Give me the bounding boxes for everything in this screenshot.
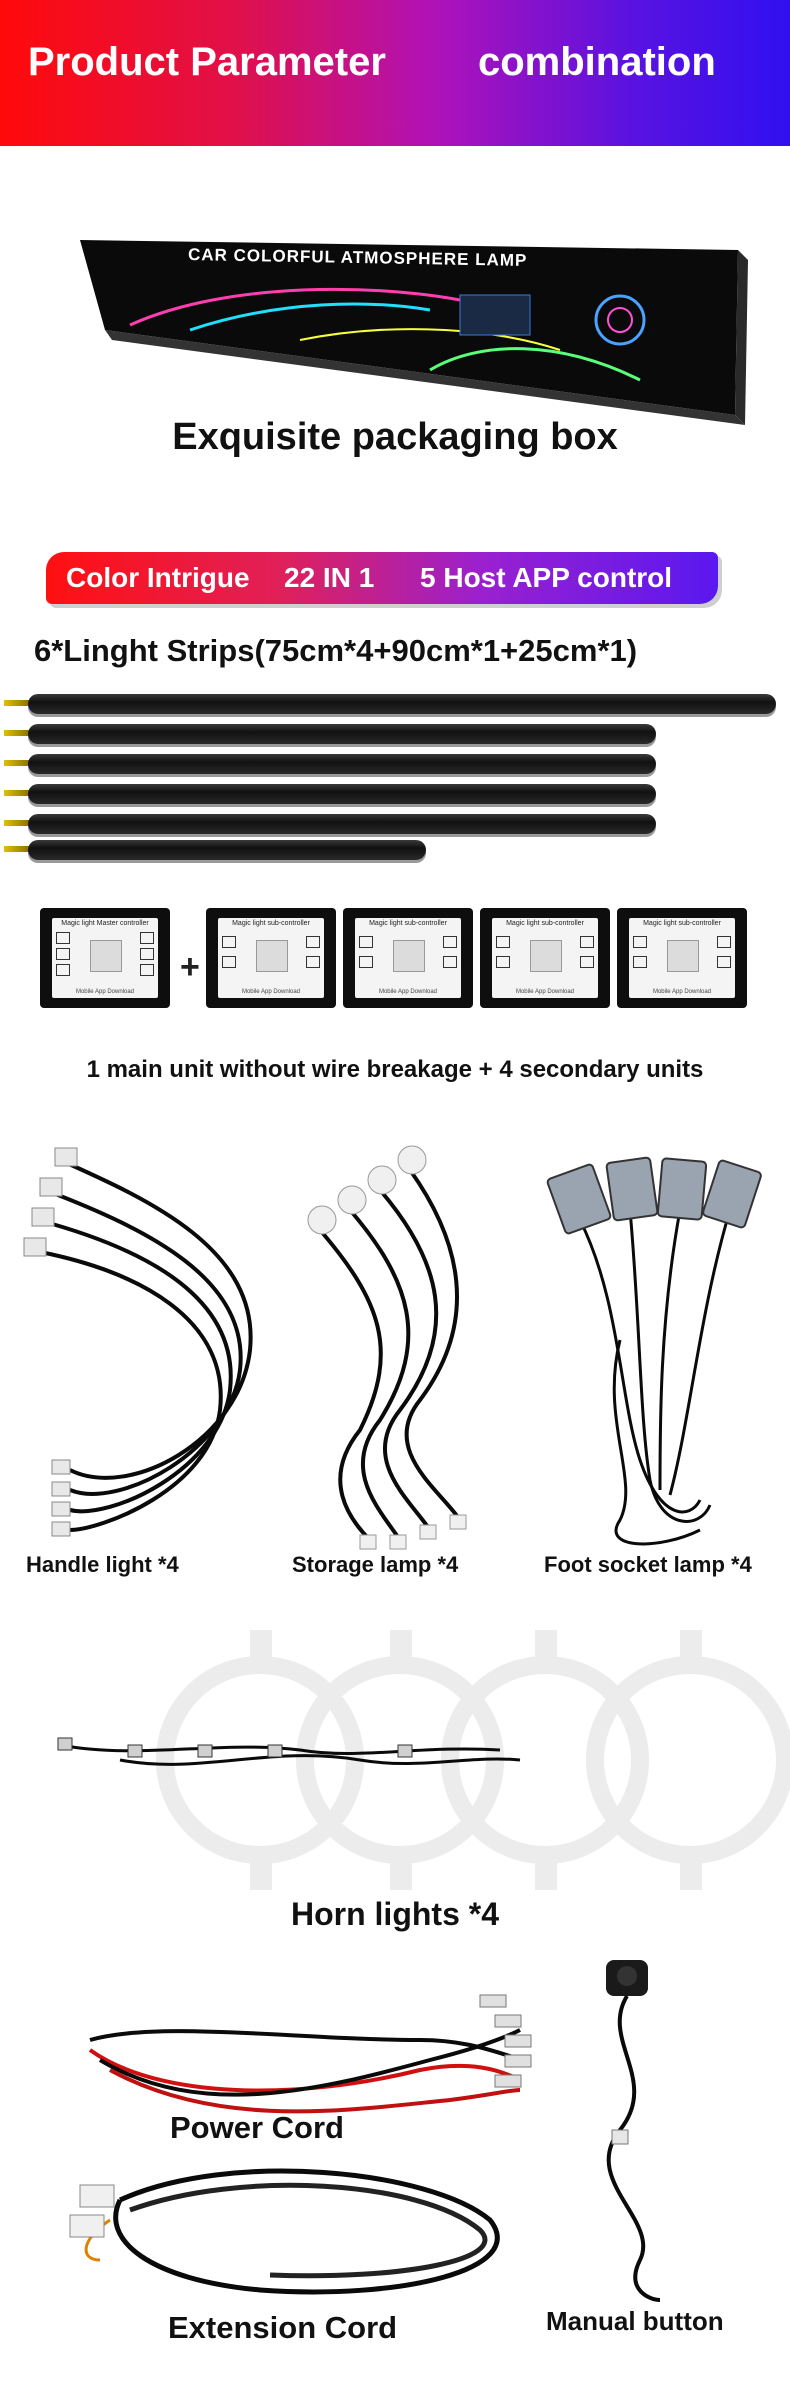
- qr-code: [90, 940, 122, 972]
- sub-controller: Magic light sub-controller Mobile App Do…: [617, 908, 747, 1008]
- power-cord-label: Power Cord: [170, 2110, 344, 2145]
- badge-app-control: 5 Host APP control: [420, 562, 673, 593]
- qr-code: [667, 940, 699, 972]
- strip-wire: [4, 790, 30, 796]
- sub-controller-title: Magic light sub-controller: [643, 920, 721, 927]
- packaging-caption: Exquisite packaging box: [172, 416, 618, 458]
- sub-controller-title: Magic light sub-controller: [506, 920, 584, 927]
- storage-lamp-label: Storage lamp *4: [292, 1552, 459, 1577]
- foot-socket-lamp-label: Foot socket lamp *4: [544, 1552, 752, 1577]
- light-strip: [28, 784, 656, 804]
- header-title-right: combination: [478, 40, 716, 84]
- strip-wire: [4, 820, 30, 826]
- qr-code: [256, 940, 288, 972]
- badge-22-in-1: 22 IN 1: [284, 562, 375, 593]
- qr-code: [393, 940, 425, 972]
- light-strip: [28, 840, 426, 860]
- light-strip: [28, 694, 776, 714]
- light-strip: [28, 754, 656, 774]
- badge-color-intrigue: Color Intrigue: [66, 562, 250, 593]
- controller-footer: Mobile App Download: [652, 989, 712, 995]
- sub-controller: Magic light sub-controller Mobile App Do…: [206, 908, 336, 1008]
- controller-footer: Mobile App Download: [241, 989, 301, 995]
- plus-sign: +: [180, 948, 200, 986]
- horn-lights-caption: Horn lights *4: [290, 1896, 499, 1932]
- header-title-left: Product Parameter: [28, 40, 386, 84]
- sub-controller: Magic light sub-controller Mobile App Do…: [480, 908, 610, 1008]
- controllers-caption: 1 main unit without wire breakage + 4 se…: [86, 1056, 704, 1083]
- strip-wire: [4, 700, 30, 706]
- feature-badge: Color Intrigue 22 IN 1 5 Host APP contro…: [46, 552, 718, 604]
- sub-controller: Magic light sub-controller Mobile App Do…: [343, 908, 473, 1008]
- main-controller: Magic light Master controller Mobile App…: [40, 908, 170, 1008]
- controller-footer: Mobile App Download: [515, 989, 575, 995]
- handle-light-label: Handle light *4: [26, 1552, 179, 1577]
- qr-code: [530, 940, 562, 972]
- light-strip: [28, 724, 656, 744]
- main-controller-title: Magic light Master controller: [61, 920, 149, 927]
- controller-footer: Mobile App Download: [75, 989, 135, 995]
- light-strip: [28, 814, 656, 834]
- strip-wire: [4, 846, 30, 852]
- manual-button-label: Manual button: [546, 2306, 724, 2336]
- header-banner: [0, 0, 790, 146]
- strip-wire: [4, 760, 30, 766]
- controller-footer: Mobile App Download: [378, 989, 438, 995]
- sub-controller-title: Magic light sub-controller: [369, 920, 447, 927]
- strip-wire: [4, 730, 30, 736]
- sub-controller-title: Magic light sub-controller: [232, 920, 310, 927]
- strips-title: 6*Linght Strips(75cm*4+90cm*1+25cm*1): [34, 633, 638, 668]
- extension-cord-label: Extension Cord: [168, 2310, 398, 2345]
